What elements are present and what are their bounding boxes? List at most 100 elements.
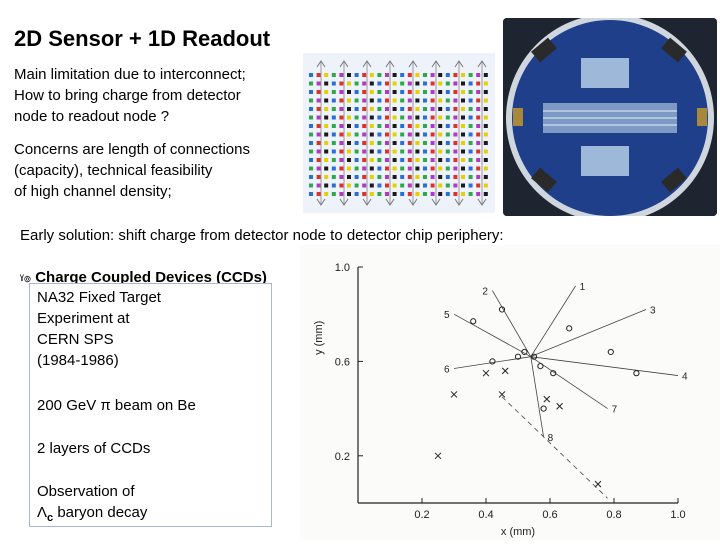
sensor-pixel [407, 166, 412, 171]
sensor-pixel [445, 115, 450, 120]
sensor-pixel [415, 124, 420, 128]
sensor-pixel [339, 132, 344, 137]
sensor-pixel [369, 132, 374, 137]
sensor-pixel [483, 98, 488, 103]
sensor-pixel [331, 192, 336, 196]
sensor-pixel [445, 90, 450, 94]
sensor-pixel [392, 149, 397, 154]
early-solution-text: Early solution: shift charge from detect… [20, 227, 504, 244]
y-tick-label: 1.0 [335, 262, 350, 274]
arrow-bottom-icon [454, 198, 464, 206]
arrow-bottom-icon [339, 198, 349, 206]
sensor-pixel [309, 141, 313, 145]
sensor-pixel [339, 158, 344, 162]
sensor-pixel [354, 149, 359, 154]
hit-marker [530, 353, 538, 360]
sensor-pixel [483, 90, 488, 94]
sensor-pixel [476, 166, 481, 171]
sensor-pixel [385, 166, 389, 171]
sensor-pixel [415, 90, 420, 94]
sensor-pixel [407, 192, 412, 196]
sensor-pixel [309, 183, 313, 188]
arrow-bottom-icon [408, 198, 418, 206]
sensor-pixel [415, 175, 420, 179]
track-line [492, 290, 532, 357]
sensor-pixel [339, 115, 344, 120]
sensor-pixel [468, 107, 473, 111]
track-label: 7 [612, 405, 618, 416]
sensor-pixel [483, 124, 488, 128]
sensor-pixel [347, 141, 351, 145]
sensor-pixel [369, 149, 374, 154]
info-line-2: Experiment at [37, 310, 130, 327]
sensor-pixel [331, 141, 336, 145]
sensor-pixel [324, 81, 329, 86]
sensor-pixel [453, 158, 458, 162]
sensor-pixel [445, 158, 450, 162]
track-label: 8 [548, 433, 554, 444]
sensor-pixel [400, 90, 405, 94]
sensor-pixel [407, 90, 412, 94]
sensor-pixel [362, 73, 367, 77]
sensor-pixel [423, 141, 427, 145]
sensor-pixel [385, 73, 389, 77]
ccd-bullet-label: Charge Coupled Devices (CCDs) [35, 269, 267, 286]
na32-info-box: NA32 Fixed Target Experiment at CERN SPS… [29, 283, 272, 527]
sensor-pixel [445, 81, 450, 86]
sensor-pixel [483, 73, 488, 77]
sensor-pixel [453, 107, 458, 111]
sensor-pixel [461, 192, 465, 196]
sensor-pixel [423, 175, 427, 179]
x-tick-label: 0.6 [542, 509, 557, 521]
cross-marker [543, 395, 551, 403]
arrow-top-icon [316, 60, 326, 68]
sensor-pixel [324, 98, 329, 103]
sensor-pixel [423, 81, 427, 86]
hit-marker [514, 353, 522, 360]
sensor-pixel [468, 166, 473, 171]
sensor-pixel [400, 149, 405, 154]
sensor-pixel [400, 158, 405, 162]
sensor-pixel [309, 90, 313, 94]
arrow-top-icon [477, 60, 487, 68]
hit-marker [521, 348, 528, 356]
sensor-pixel [438, 90, 443, 94]
sensor-pixel [347, 81, 351, 86]
sensor-pixel [423, 149, 427, 154]
sensor-pixel [453, 149, 458, 154]
sensor-pixel [331, 115, 336, 120]
sensor-pixel [423, 90, 427, 94]
cross-marker [434, 452, 442, 460]
sensor-pixel [400, 141, 405, 145]
sensor-pixel [453, 192, 458, 196]
sensor-pixel [483, 166, 488, 171]
sensor-pixel [445, 141, 450, 145]
sensor-pixel [483, 192, 488, 196]
sensor-pixel [385, 115, 389, 120]
sensor-pixel [354, 192, 359, 196]
sensor-pixel [392, 141, 397, 145]
sensor-pixel [415, 115, 420, 120]
sensor-pixel [415, 158, 420, 162]
sensor-pixel [476, 115, 481, 120]
sensor-pixel [392, 73, 397, 77]
sensor-pixel [369, 183, 374, 188]
sensor-pixel [438, 158, 443, 162]
sensor-pixel [400, 175, 405, 179]
sensor-pixel [362, 132, 367, 137]
cross-marker [501, 367, 509, 375]
sensor-pixel [324, 175, 329, 179]
sensor-pixel [392, 158, 397, 162]
sensor-pixel [324, 107, 329, 111]
track-line [530, 356, 544, 437]
sensor-pixel [461, 149, 465, 154]
sensor-pixel [377, 183, 382, 188]
sensor-pixel [324, 90, 329, 94]
sensor-pixel [385, 90, 389, 94]
info-line-5: 200 GeV π beam on Be [37, 397, 196, 414]
sensor-pixel [415, 192, 420, 196]
arrow-bottom-icon [362, 198, 372, 206]
sensor-pixel [400, 132, 405, 137]
sensor-pixel [309, 81, 313, 86]
sensor-pixel [483, 107, 488, 111]
